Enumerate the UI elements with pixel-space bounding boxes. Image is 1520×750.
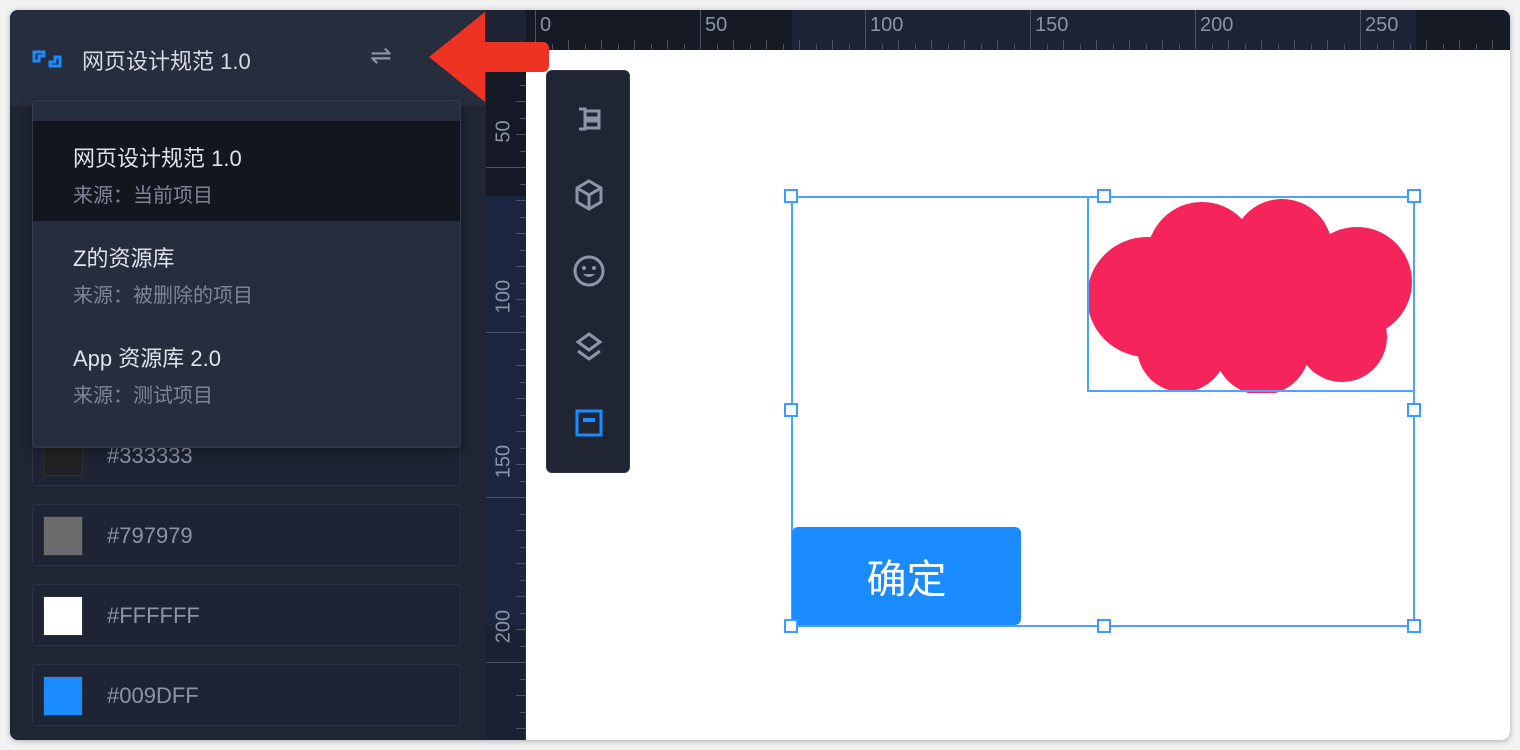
horizontal-ruler: 0 50 100 150 200 250 [526,10,1510,50]
ruler-label: 0 [540,14,552,36]
library-option-name: 网页设计规范 1.0 [73,146,242,171]
frame-icon[interactable] [569,403,609,443]
cloud-shape[interactable] [1087,197,1413,393]
resize-handle[interactable] [1407,189,1421,203]
resize-handle[interactable] [784,189,798,203]
library-icon [32,50,62,68]
layout-icon[interactable] [569,99,609,139]
color-hex: #797979 [107,523,193,548]
library-option[interactable]: App 资源库 2.0 来源：测试项目 [33,321,460,421]
library-title: 网页设计规范 1.0 [82,49,251,74]
resize-handle[interactable] [1097,619,1111,633]
color-swatch-row[interactable]: #797979 [32,504,461,566]
app-window: 网页设计规范 1.0 ⇌ #333333#797979#FFFFFF#009DF… [10,10,1510,740]
library-option-name: App 资源库 2.0 [73,346,221,371]
library-option-source: 来源：测试项目 [73,385,213,407]
library-option-source: 来源：被删除的项目 [73,285,253,307]
color-swatch-row[interactable]: #009DFF [32,664,461,726]
confirm-button-element[interactable]: 确定 [792,527,1021,625]
color-swatch [43,516,83,556]
component-icon[interactable] [569,175,609,215]
ruler-label: 150 [492,444,515,479]
library-option-source: 来源：当前项目 [73,185,213,207]
annotation-arrow [429,12,549,102]
library-header[interactable]: 网页设计规范 1.0 ⇌ [10,10,486,106]
ruler-label: 250 [1365,14,1399,36]
resize-handle[interactable] [784,403,798,417]
ruler-label: 100 [870,14,904,36]
color-hex: #FFFFFF [107,603,200,628]
color-swatch [43,596,83,636]
color-hex: #009DFF [107,683,199,708]
ruler-label: 200 [1200,14,1234,36]
layers-icon[interactable] [569,327,609,367]
resize-handle[interactable] [1097,189,1111,203]
ruler-label: 100 [492,279,515,314]
vertical-ruler: 50 100 150 200 [486,50,526,740]
library-option-name: Z的资源库 [73,246,175,271]
ruler-label: 150 [1035,14,1069,36]
ruler-label: 50 [705,14,728,36]
ruler-label: 200 [492,609,515,644]
sidebar: 网页设计规范 1.0 ⇌ #333333#797979#FFFFFF#009DF… [10,10,486,740]
side-toolbar [546,70,630,473]
library-option[interactable]: 网页设计规范 1.0 来源：当前项目 [33,121,460,221]
emoji-icon[interactable] [569,251,609,291]
swap-icon[interactable]: ⇌ [370,40,392,70]
color-swatch [43,676,83,716]
ruler-label: 50 [492,120,515,143]
resize-handle[interactable] [1407,619,1421,633]
library-option[interactable]: Z的资源库来源：被删除的项目 [33,221,460,321]
resize-handle[interactable] [1407,403,1421,417]
color-swatch-row[interactable]: #FFFFFF [32,584,461,646]
resize-handle[interactable] [784,619,798,633]
